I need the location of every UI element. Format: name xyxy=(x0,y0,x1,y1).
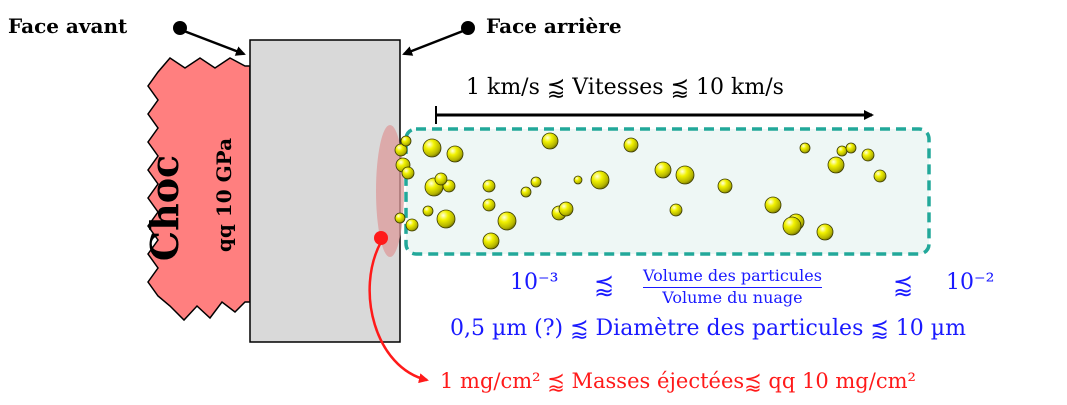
particle xyxy=(434,172,448,186)
mass-origin-dot xyxy=(374,231,388,245)
ratio-denominator: Volume du nuage xyxy=(662,288,803,308)
face-arriere-label: Face arrière xyxy=(486,14,622,38)
particle xyxy=(782,216,802,236)
particle xyxy=(520,186,532,198)
particle xyxy=(623,137,639,153)
particles xyxy=(394,132,887,250)
mass-arrow xyxy=(368,241,429,384)
masses-label: 1 mg/cm² ⪷ Masses éjectées⪷ qq 10 mg/cm² xyxy=(440,369,916,393)
target-plate xyxy=(249,39,401,343)
particle xyxy=(573,175,583,185)
particle xyxy=(482,232,500,250)
face-avant-arrow xyxy=(183,29,246,56)
particle xyxy=(675,165,695,185)
fraction-bar xyxy=(643,286,822,289)
particle xyxy=(845,142,857,154)
shock-wave-shape xyxy=(147,57,251,322)
face-avant-label: Face avant xyxy=(8,14,128,38)
ratio-low-value: 10⁻³ xyxy=(510,270,559,295)
particle xyxy=(422,138,442,158)
face-avant-dot xyxy=(173,21,187,35)
face-arriere-arrow xyxy=(402,29,464,56)
particle xyxy=(405,218,419,232)
particle xyxy=(497,211,517,231)
particle xyxy=(401,166,415,180)
particle xyxy=(669,203,683,217)
particle xyxy=(827,156,845,174)
particle xyxy=(446,145,464,163)
face-arriere-dot xyxy=(461,21,475,35)
particle xyxy=(873,169,887,183)
ratio-numerator: Volume des particules xyxy=(643,266,822,285)
ratio-high-value: 10⁻² xyxy=(946,270,995,295)
particle xyxy=(530,176,542,188)
diametre-label: 0,5 µm (?) ⪷ Diamètre des particules ⪷ 1… xyxy=(450,316,966,341)
particle xyxy=(482,179,496,193)
particle xyxy=(442,179,456,193)
particle xyxy=(394,143,408,157)
particle xyxy=(764,196,782,214)
choc-label: Choc xyxy=(142,154,187,262)
particle xyxy=(482,198,496,212)
ratio-le-right: ⪷ xyxy=(893,270,914,298)
pression-label: qq 10 GPa xyxy=(212,137,236,253)
particle xyxy=(436,209,456,229)
particle xyxy=(654,161,672,179)
particle xyxy=(400,135,412,147)
volume-ratio-fraction: Volume des particules Volume du nuage xyxy=(643,266,822,308)
particle xyxy=(836,145,848,157)
ejecta-emission-zone xyxy=(376,125,404,257)
particle xyxy=(590,170,610,190)
particle xyxy=(861,148,875,162)
ratio-le-left: ⪷ xyxy=(594,270,615,298)
particle xyxy=(394,212,406,224)
particle xyxy=(541,132,559,150)
particle xyxy=(799,142,811,154)
particle xyxy=(558,201,574,217)
particle xyxy=(422,205,434,217)
particle xyxy=(717,178,733,194)
vitesses-label: 1 km/s ⪷ Vitesses ⪷ 10 km/s xyxy=(466,75,784,100)
particle xyxy=(816,223,834,241)
